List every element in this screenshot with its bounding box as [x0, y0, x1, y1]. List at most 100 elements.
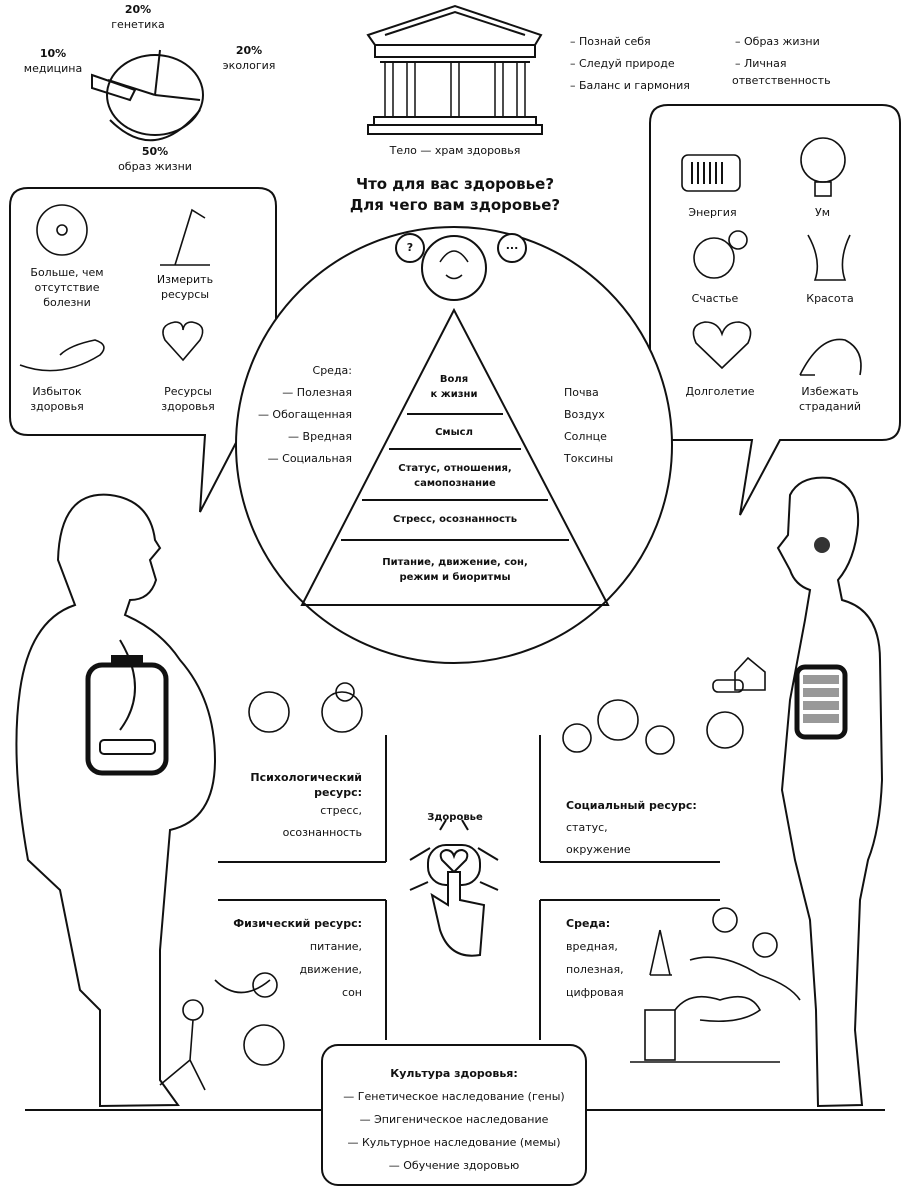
- social-face-icon: [562, 723, 592, 753]
- list-item: – Баланс и гармония: [570, 79, 690, 92]
- resource-item: статус,: [566, 821, 608, 834]
- pie-ecology-label: 20%экология: [214, 43, 284, 73]
- list-item: – Следуй природе: [570, 57, 675, 70]
- stressed-face-icon: [248, 691, 290, 733]
- pie-genetics-label: 20% генетика: [108, 2, 168, 32]
- resource-item: питание,: [309, 940, 362, 953]
- culture-item: — Эпигеническое наследование: [359, 1113, 549, 1126]
- battery-icon: [681, 154, 741, 192]
- right-item-avoid-suffering: Избежать страданий: [785, 384, 875, 414]
- question-2: Для чего вам здоровье?: [349, 196, 561, 214]
- label: Больше, чем: [30, 266, 104, 279]
- label: Избежать: [801, 385, 859, 398]
- right-item-mind: Ум: [814, 206, 830, 219]
- sleeping-face-icon: [243, 1024, 285, 1066]
- body-icon: [807, 234, 851, 281]
- list-item: Токсины: [564, 452, 614, 465]
- heart-button-icon: [427, 844, 486, 957]
- culture-box: [321, 1044, 587, 1186]
- right-speech-bubble: [649, 104, 901, 516]
- pyramid-level-2: Смысл: [435, 427, 473, 438]
- resource-title: Физический ресурс:: [233, 917, 362, 930]
- resource-item: осознанность: [282, 826, 362, 839]
- list-item: — Полезная: [282, 386, 352, 399]
- resource-title: Среда:: [566, 917, 611, 930]
- pyramid-level-3: Статус, отношения,самопознание: [370, 461, 540, 491]
- pie-value: 20%: [124, 3, 152, 16]
- label: отсутствие: [34, 281, 100, 294]
- right-item-longevity: Долголетие: [685, 385, 755, 398]
- resource-title: Психологический: [250, 771, 362, 784]
- question-1: Что для вас здоровье?: [355, 175, 555, 193]
- list-item: – Познай себя: [570, 35, 651, 48]
- label: болезни: [43, 296, 91, 309]
- label: режим и биоритмы: [399, 572, 511, 583]
- list-item: ответственность: [732, 74, 831, 87]
- pyramid-level-5: Питание, движение, сон, режим и биоритмы: [340, 555, 570, 585]
- smog-icon: [674, 995, 762, 1023]
- culture-item: — Культурное наследование (мемы): [347, 1136, 561, 1149]
- pie-label: образ жизни: [118, 160, 192, 173]
- pie-label: генетика: [111, 18, 165, 31]
- house-icon: [734, 656, 766, 691]
- label: ресурсы: [160, 288, 210, 301]
- right-item-happiness: Счастье: [691, 292, 739, 305]
- infinity-heart-icon: [692, 321, 752, 370]
- list-item: — Обогащенная: [257, 408, 352, 421]
- pie-label: медицина: [23, 62, 83, 75]
- left-item-1: Больше, чем отсутствие болезни: [22, 265, 112, 310]
- factory-icon: [644, 1009, 676, 1061]
- left-speech-bubble: [9, 187, 277, 513]
- list-item: Солнце: [564, 430, 607, 443]
- list-item: – Образ жизни: [735, 35, 820, 48]
- pyramid-level-4: Стресс, осознанность: [392, 514, 518, 525]
- question-bubble-icon: ?: [406, 241, 414, 254]
- focused-face-icon: [321, 691, 363, 733]
- pie-label: экология: [222, 59, 276, 72]
- label: Воля: [439, 374, 469, 385]
- culture-item: — Обучение здоровью: [388, 1159, 520, 1172]
- label: Избыток: [32, 385, 82, 398]
- resource-item: окружение: [566, 843, 631, 856]
- label: Питание, движение, сон,: [382, 557, 528, 568]
- resource-item: цифровая: [566, 986, 624, 999]
- resource-item: движение,: [299, 963, 362, 976]
- pyramid: [300, 307, 610, 606]
- healthy-person-figure: [776, 476, 884, 1108]
- left-item-3: Избыток здоровья: [22, 384, 92, 414]
- list-item: — Социальная: [267, 452, 352, 465]
- list-item: Почва: [564, 386, 599, 399]
- pie-value: 50%: [141, 145, 169, 158]
- hands-heart-icon: [162, 321, 204, 362]
- right-item-beauty: Красота: [806, 292, 854, 305]
- tower-icon: [649, 929, 672, 976]
- pie-value: 10%: [39, 47, 67, 60]
- label: страданий: [798, 400, 861, 413]
- label: самопознание: [414, 478, 496, 489]
- temple-list-left: – Познай себя – Следуй природе – Баланс …: [570, 31, 690, 97]
- road-icon: [689, 956, 801, 1001]
- resource-item: вредная,: [566, 940, 618, 953]
- label: Измерить: [156, 273, 214, 286]
- psych-resource: Психологический ресурс: стресс, осознанн…: [230, 770, 362, 844]
- resource-item: стресс,: [320, 804, 362, 817]
- resource-title: ресурс:: [314, 786, 362, 799]
- temple-caption: Тело — храм здоровья: [389, 144, 521, 157]
- label: Ресурсы: [164, 385, 212, 398]
- physical-resource: Физический ресурс: питание, движение, со…: [230, 912, 362, 1004]
- list-item: Среда:: [312, 364, 352, 377]
- list-item: — Вредная: [288, 430, 352, 443]
- temple-list-right: – Образ жизни – Личная ответственность: [732, 31, 831, 87]
- ellipsis-bubble-icon: ...: [505, 239, 519, 252]
- overweight-person-figure: [15, 493, 217, 1108]
- label: здоровья: [30, 400, 84, 413]
- resource-quadrant-lines: [218, 735, 720, 1040]
- temple-icon: [366, 4, 543, 135]
- right-item-energy: Энергия: [688, 206, 737, 219]
- fruits-icon: [214, 979, 271, 994]
- battery-full-icon: [794, 664, 848, 740]
